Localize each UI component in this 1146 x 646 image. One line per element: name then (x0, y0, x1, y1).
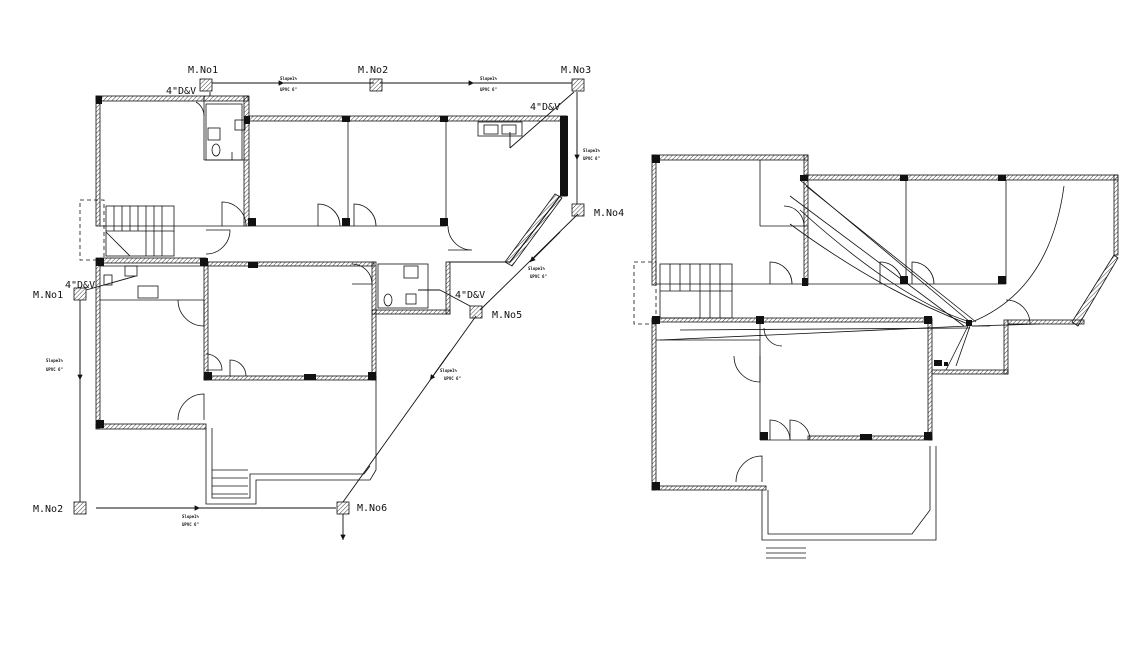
manhole-label: M.No1 (188, 65, 218, 76)
pipe-note: Slope1% UPVC 6" (480, 76, 497, 92)
right-pipe-routing (659, 179, 1065, 371)
pipe-note: Slope1% UPVC 6" (182, 514, 199, 527)
pipe-note: Slope1% UPVC 6" (440, 368, 461, 381)
pipe-note: Slope1% UPVC 6" (583, 148, 600, 161)
manhole-label: M.No6 (357, 503, 387, 514)
left-labels: M.No1 M.No2 M.No3 M.No4 M.No5 M.No6 M.No… (33, 65, 624, 527)
dv-label: 4"D&V (530, 102, 560, 113)
dv-label: 4"D&V (455, 290, 485, 301)
manhole-label: M.No1 (33, 290, 63, 301)
manhole-4-box (571, 203, 585, 217)
svg-text:UPVC 6": UPVC 6" (480, 87, 497, 92)
svg-text:UPVC 6": UPVC 6" (444, 376, 461, 381)
manhole-3-box (571, 78, 585, 92)
svg-text:UPVC 6": UPVC 6" (46, 367, 63, 372)
svg-text:Slope1%: Slope1% (182, 514, 199, 519)
left-staircase (79, 199, 175, 261)
manhole-label: M.No2 (358, 65, 388, 76)
right-doors (733, 205, 1031, 483)
left-porch (205, 380, 377, 505)
left-drain-pipes (77, 80, 580, 540)
manhole-label: M.No3 (561, 65, 591, 76)
pipe-note: Slope1% UPVC 6" (528, 266, 547, 279)
right-plan (633, 154, 1119, 559)
pipe-note: Slope1% UPVC 6" (46, 358, 63, 372)
manhole-5-box (469, 305, 483, 319)
right-plan-walls (651, 154, 1119, 491)
manhole-2-box (369, 78, 383, 92)
svg-text:Slope1%: Slope1% (480, 76, 497, 81)
pipe-note: Slope1% UPVC 6" (280, 76, 297, 92)
svg-text:Slope1%: Slope1% (440, 368, 457, 373)
svg-text:Slope1%: Slope1% (46, 358, 63, 363)
svg-text:Slope1%: Slope1% (528, 266, 545, 271)
svg-text:Slope1%: Slope1% (280, 76, 297, 81)
right-porch (761, 446, 937, 559)
left-plan: M.No1 M.No2 M.No3 M.No4 M.No5 M.No6 M.No… (33, 65, 624, 540)
right-staircase (633, 261, 733, 325)
left-fixtures (103, 103, 523, 309)
left-doors (177, 101, 473, 421)
manhole-2b-box (73, 501, 87, 515)
svg-text:UPVC 6": UPVC 6" (583, 156, 600, 161)
dv-label: 4"D&V (65, 280, 95, 291)
dv-label: 4"D&V (166, 86, 196, 97)
manhole-6-box (336, 501, 350, 515)
left-manholes (73, 78, 585, 515)
svg-text:Slope1%: Slope1% (583, 148, 600, 153)
manhole-1b-box (73, 287, 87, 301)
svg-text:UPVC 6": UPVC 6" (182, 522, 199, 527)
manhole-label: M.No5 (492, 310, 522, 321)
svg-text:UPVC 6": UPVC 6" (530, 274, 547, 279)
svg-text:UPVC 6": UPVC 6" (280, 87, 297, 92)
manhole-label: M.No4 (594, 208, 624, 219)
manhole-label: M.No2 (33, 504, 63, 515)
manhole-1-box (199, 78, 213, 92)
left-plan-walls (95, 95, 568, 430)
